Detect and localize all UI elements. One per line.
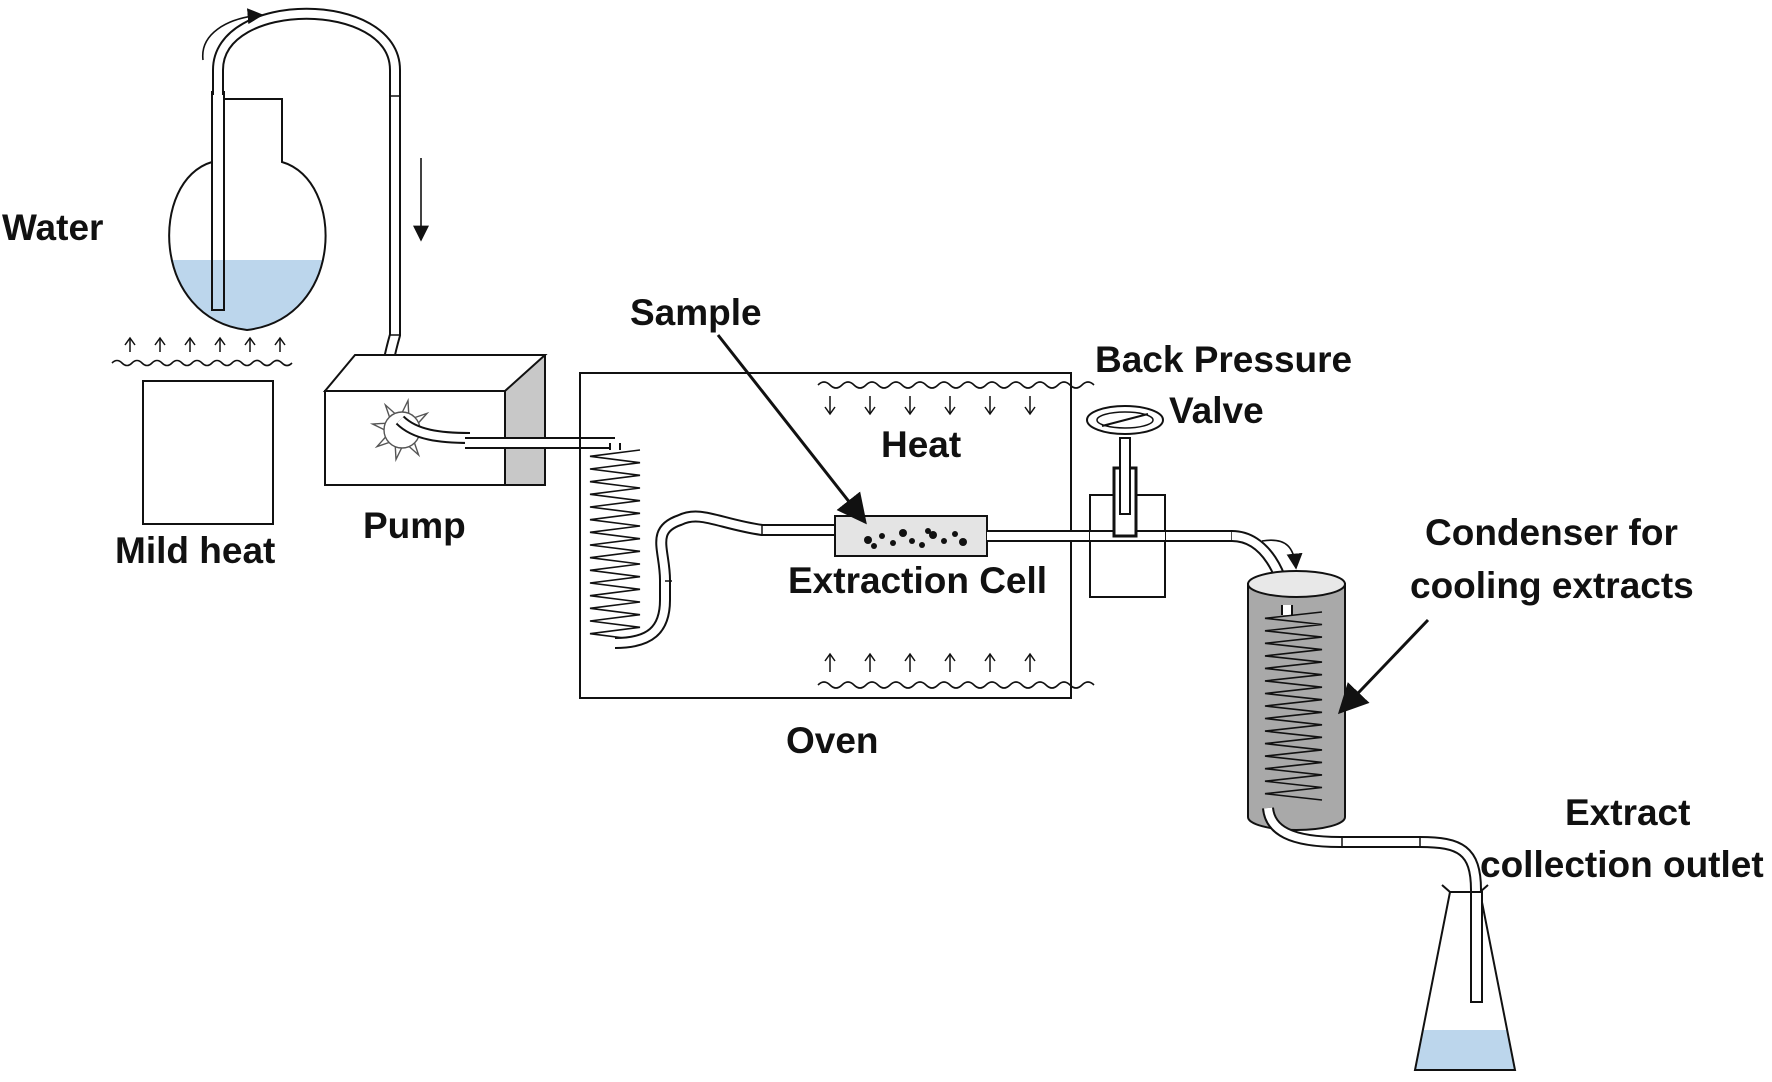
mild-heat-wave-icon [111,359,293,367]
sample-pointer-arrow-icon [716,334,867,525]
collection-dip-tube [1470,891,1483,1003]
collection-flask [1413,884,1517,1071]
oven-bottom-heat-arrows-icon [824,652,1036,672]
flask-outline [168,98,327,332]
water-flask [168,91,327,332]
condenser-body [1247,583,1346,831]
valve-stem [1119,437,1131,515]
label-condenser-line1: Condenser for [1425,512,1678,553]
sample-particles-icon [864,528,967,549]
mild-heat-source [111,336,293,525]
condenser-top [1247,570,1346,598]
label-collection-outlet: collection outlet [1480,844,1764,885]
oven [579,372,1095,699]
label-water: Water [2,207,103,248]
oven-top-heat-arrows-icon [824,396,1036,416]
oven-bottom-heater-wave-icon [817,681,1095,689]
label-mild-heat: Mild heat [115,530,275,571]
label-back-pressure: Back Pressure [1095,339,1352,380]
label-extraction-cell: Extraction Cell [788,560,1047,601]
condenser-pointer-arrow-icon [1337,618,1430,715]
label-oven: Oven [786,720,879,761]
extraction-cell [834,515,988,557]
oven-top-heater-wave-icon [817,381,1095,389]
label-sample: Sample [630,292,762,333]
label-extract: Extract [1565,792,1690,833]
condenser-coil [1264,611,1323,801]
label-pump: Pump [363,505,466,546]
pump [322,354,548,486]
pump-top-face [322,354,548,392]
mild-heat-arrows-icon [124,336,286,352]
condenser [1247,570,1346,831]
flask-dip-tube-water [213,260,223,309]
label-heat: Heat [881,424,961,465]
back-pressure-valve [1086,405,1166,598]
flow-arrow-to-condenser-icon [1261,539,1303,570]
preheat-coil [589,449,641,641]
outlet-tubing [1262,806,1482,1000]
valve-knob-icon [1086,405,1164,435]
flow-arrow-curved-icon [202,8,264,61]
collection-flask-rim [1441,884,1489,893]
flask-water [169,260,326,330]
mild-heat-block [142,380,274,525]
collection-flask-liquid [1415,1030,1515,1070]
label-condenser-line2: cooling extracts [1410,565,1694,606]
label-valve: Valve [1169,390,1264,431]
